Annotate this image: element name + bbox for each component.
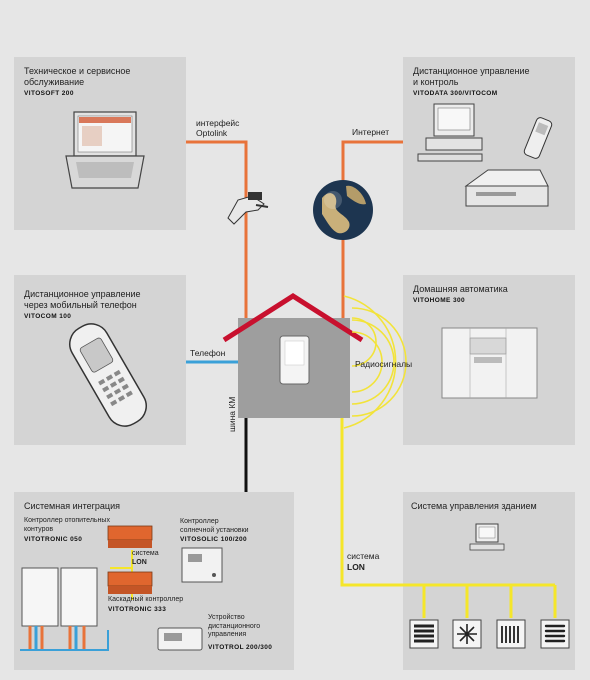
remote-title-line-2: и контроль [413,77,459,87]
cascade-controller-code: VITOTRONIC 333 [108,606,167,613]
remote-title-line-1: Дистанционное управление [413,66,530,76]
lon-label-2: LON [347,562,365,572]
house-roof [222,293,364,343]
optolink-label-1: интерфейс [196,118,240,128]
heating-controller-code: VITOTRONIC 050 [24,536,83,543]
internet-label: Интернет [352,127,390,137]
mobile-title-line-2: через мобильный телефон [24,300,137,310]
cascade-controller-icon [107,571,153,594]
mobile-code: VITOCOM 100 [24,313,72,320]
mobile-phone-icon [69,323,147,427]
mobile-title-line-1: Дистанционное управление [24,289,141,299]
optolink-label: интерфейс Optolink [196,118,239,138]
radio-label: Радиосигналы [355,359,413,369]
solar-controller-label: Контроллер солнечной установки [180,518,249,535]
remote-unit-label-2: дистанционного [208,622,261,630]
remote-unit-label-3: управления [208,631,247,638]
radiator-device-icon [496,619,526,649]
remote-unit-label: Устройство дистанционного управления [208,614,260,640]
lon-label-1: система [347,551,380,561]
desktop-computer-icon [417,103,483,162]
remote-unit-code: VITOTROL 200/300 [208,644,273,651]
remote-unit-label-1: Устройство [208,614,245,621]
optolink-adapter-icon [227,192,269,225]
radio-waves-icon [343,295,407,429]
remote-code: VITODATA 300/VITOCOM [413,90,498,97]
remote-control-unit-icon [157,627,203,651]
integration-lon-label-1: система [132,550,159,557]
heating-controller-label-2: контуров [24,525,54,533]
fax-machine-icon [464,169,549,207]
home-code: VITOHOME 300 [413,297,466,304]
integration-title: Системная интеграция [24,501,120,511]
mobile-title: Дистанционное управление через мобильный… [24,289,140,311]
solar-controller-label-1: Контроллер [180,518,219,525]
integration-lon-label: система LON [132,550,159,567]
cascade-controller-label: Каскадный контроллер [108,596,184,603]
service-title-line-1: Техническое и сервисное [24,66,131,76]
heating-controller-label-1: Контроллер отопительных [24,517,110,524]
heating-controller-icon [107,525,153,548]
remote-title: Дистанционное управление и контроль [413,66,529,88]
solar-controller-code: VITOSOLIC 100/200 [180,536,248,543]
fan-device-icon [452,619,482,649]
blinds-device-icon [409,619,439,649]
solar-controller-icon [181,547,223,583]
internet-line [341,140,403,185]
cell-phone-small-icon [523,117,553,159]
laptop-icon [65,111,145,189]
globe-icon [313,180,373,240]
lon-label: система LON [347,551,379,573]
km-bus-label: шина КМ [227,396,237,432]
integration-lon-label-2: LON [132,558,147,566]
lon-line [340,418,555,587]
solar-controller-label-2: солнечной установки [180,526,249,534]
heating-controller-label: Контроллер отопительных контуров [24,517,110,534]
home-automation-device-icon [441,327,538,399]
service-code: VITOSOFT 200 [24,90,74,97]
phone-label: Телефон [190,348,226,358]
heating-coil-device-icon [540,619,570,649]
building-title: Система управления зданием [411,501,537,511]
service-title-line-2: обслуживание [24,77,85,87]
optolink-line [186,140,248,318]
boiler-cascade-icon [20,567,109,651]
service-title: Техническое и сервисное обслуживание [24,66,130,88]
bms-computer-icon [469,523,505,551]
optolink-label-2: Optolink [196,128,228,138]
home-title: Домашняя автоматика [413,284,508,294]
